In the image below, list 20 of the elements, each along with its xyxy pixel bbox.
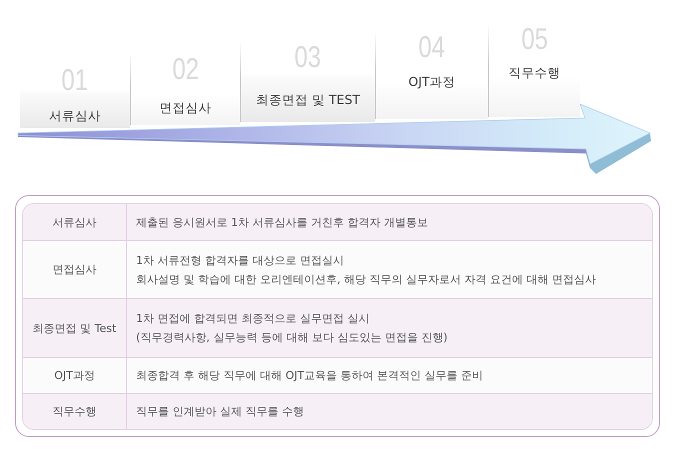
step-label: 최종면접 및 TEST [256,92,360,108]
stage-name-cell: 직무수행 [23,394,127,429]
description-text: 1차 면접에 합격되면 최종적으로 실무면접 실시 [136,311,370,327]
step-label: OJT과정 [408,74,456,90]
stage-name-cell: OJT과정 [23,358,127,393]
step-tab [240,42,375,122]
description-text: 직무를 인계받아 실제 직무를 수행 [136,404,304,420]
description-text: 1차 서류전형 합격자를 대상으로 면접실시 [136,252,344,268]
stage-name-cell: 최종면접 및 Test [23,299,127,357]
description-text: (직무경력사항, 실무능력 등에 대해 보다 심도있는 면접을 진행) [136,330,448,346]
description-text: 제출된 응시원서로 1차 서류심사를 거친후 합격자 개별통보 [136,214,428,230]
step-label: 직무수행 [508,65,560,81]
description-text: 최종합격 후 해당 직무에 대해 OJT교육을 통하여 본격적인 실무를 준비 [136,368,484,384]
step-tab [375,32,488,119]
step-label: 면접심사 [160,100,212,116]
stage-name-cell: 서류심사 [23,204,127,240]
step-label: 서류심사 [49,108,101,124]
description-text: 회사설명 및 학습에 대한 오리엔테이션후, 해당 직무의 실무자로서 자격 요건에 대해 면접심사 [136,272,596,288]
step-tab [130,54,240,125]
stage-name-cell: 면접심사 [23,241,127,298]
